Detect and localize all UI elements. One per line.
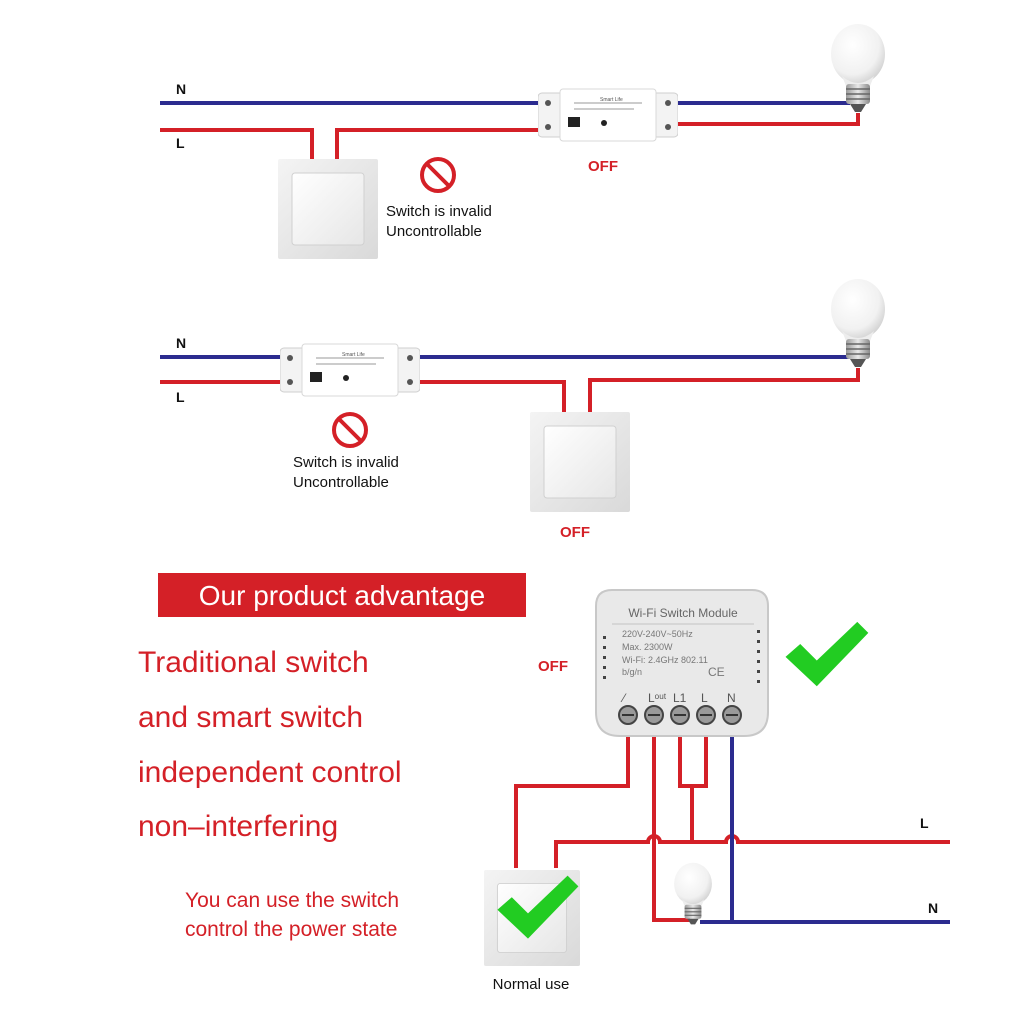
terminal-label-s: ⁄ (620, 691, 627, 705)
prohibit-icon (332, 412, 368, 448)
module-spec-4: b/g/n (622, 667, 642, 677)
heading-text: Our product advantage (199, 580, 485, 611)
module-brand: Smart Life (600, 97, 623, 103)
note-line-2: Uncontrollable (293, 474, 389, 491)
note-line-1: Switch is invalid (386, 203, 492, 220)
module-spec-1: 220V-240V~50Hz (622, 629, 693, 639)
terminal-label-lout: Lᵒᵘᵗ (648, 691, 667, 705)
off-label: OFF (538, 658, 568, 675)
module-title: Wi-Fi Switch Module (628, 606, 738, 620)
neutral-label: N (176, 335, 186, 351)
advantage-line-2: and smart switch (138, 701, 363, 734)
advantage-section: Our product advantage Traditional switch… (138, 573, 950, 993)
note-line-2: Uncontrollable (386, 223, 482, 240)
live-wire (335, 128, 540, 160)
power-line-2: control the power state (185, 918, 397, 941)
cert-mark: CE (708, 665, 725, 679)
live-label: L (176, 135, 185, 151)
live-wire (414, 380, 566, 412)
wall-switch-icon (278, 158, 378, 260)
diagram-2: N L Smart Life OFF Switch is invalid Unc… (160, 278, 886, 541)
terminal-screws (618, 705, 742, 725)
normal-use-label: Normal use (493, 976, 570, 993)
live-label: L (176, 389, 185, 405)
bulb-icon (673, 862, 713, 925)
advantage-line-1: Traditional switch (138, 646, 369, 679)
module-spec-2: Max. 2300W (622, 642, 673, 652)
module-brand: Smart Life (342, 352, 365, 358)
terminal-label-n: N (727, 691, 736, 705)
live-wire (588, 368, 860, 412)
live-wire (672, 113, 860, 126)
off-label: OFF (588, 158, 618, 175)
diagram-1: N L Smart Life OFF Switch is invalid Unc… (160, 23, 886, 260)
advantage-line-3: independent control (138, 756, 402, 789)
live-wire (160, 128, 314, 160)
terminal-label-l: L (701, 691, 708, 705)
off-label: OFF (560, 524, 590, 541)
power-line-1: You can use the switch (185, 889, 399, 912)
note-line-1: Switch is invalid (293, 454, 399, 471)
heading-banner (158, 573, 526, 617)
bulb-icon (830, 278, 886, 368)
neutral-label: N (176, 81, 186, 97)
advantage-line-4: non–interfering (138, 810, 338, 843)
wall-switch-icon (530, 411, 630, 513)
live-label: L (920, 815, 929, 831)
check-icon (785, 621, 869, 687)
bulb-icon (830, 23, 886, 113)
module-wiring (514, 712, 950, 924)
prohibit-icon (420, 157, 456, 193)
wifi-switch-module: Wi-Fi Switch Module 220V-240V~50Hz Max. … (595, 589, 769, 737)
neutral-label: N (928, 900, 938, 916)
module-spec-3: Wi-Fi: 2.4GHz 802.11 (622, 655, 708, 665)
terminal-label-l1: L1 (673, 691, 687, 705)
